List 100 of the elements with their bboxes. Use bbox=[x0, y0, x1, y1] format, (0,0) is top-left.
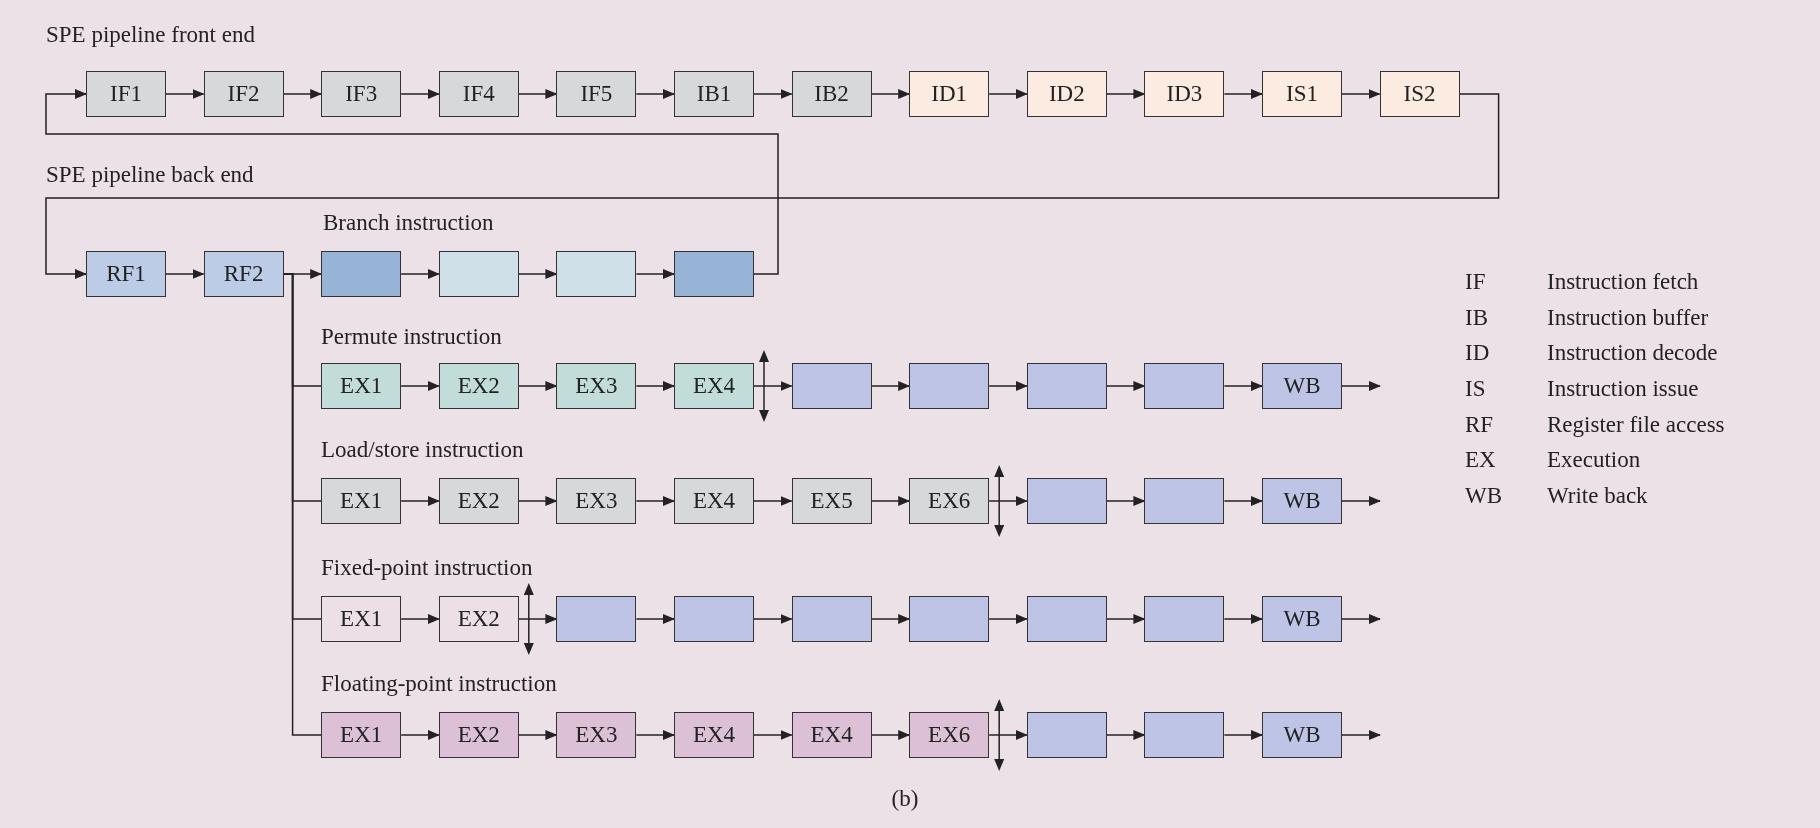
legend-abbreviation: IF bbox=[1465, 269, 1486, 295]
stage-box: IB1 bbox=[674, 71, 754, 117]
legend-description: Instruction buffer bbox=[1547, 305, 1709, 331]
arrow bbox=[870, 381, 911, 391]
arrow bbox=[400, 381, 440, 391]
empty-stage-box bbox=[438, 251, 519, 297]
empty-stage-box bbox=[909, 596, 990, 642]
empty-stage-box bbox=[1144, 596, 1225, 642]
arrow bbox=[753, 381, 793, 391]
arrow bbox=[753, 730, 793, 740]
empty-stage-box bbox=[556, 251, 637, 297]
arrow bbox=[753, 614, 793, 624]
stage-box: EX3 bbox=[556, 712, 637, 758]
stage-box: EX1 bbox=[321, 596, 402, 642]
empty-stage-box bbox=[1144, 478, 1225, 524]
arrow bbox=[1106, 381, 1146, 391]
stage-box: RF1 bbox=[86, 251, 166, 297]
legend-abbreviation: IS bbox=[1465, 376, 1486, 402]
arrow bbox=[1106, 614, 1146, 624]
stage-box: EX3 bbox=[556, 363, 637, 409]
arrow bbox=[1341, 496, 1381, 506]
empty-stage-box bbox=[1144, 363, 1225, 409]
arrow bbox=[988, 614, 1028, 624]
stage-box: IF1 bbox=[86, 71, 166, 117]
arrow bbox=[1223, 730, 1263, 740]
legend-abbreviation: IB bbox=[1465, 305, 1488, 331]
empty-stage-box bbox=[674, 251, 754, 297]
arrow bbox=[45, 93, 1500, 279]
stage-box: EX2 bbox=[438, 478, 519, 524]
arrow bbox=[165, 89, 205, 99]
arrow bbox=[988, 730, 1028, 740]
arrow bbox=[1106, 89, 1146, 99]
arrow bbox=[988, 496, 1028, 506]
empty-stage-box bbox=[791, 363, 872, 409]
empty-stage-box bbox=[1026, 596, 1107, 642]
section-title: SPE pipeline front end bbox=[46, 22, 255, 48]
arrow bbox=[518, 730, 558, 740]
stage-box: IF4 bbox=[438, 71, 519, 117]
arrow bbox=[870, 730, 911, 740]
arrow bbox=[400, 730, 440, 740]
caption: (b) bbox=[890, 786, 920, 812]
arrow bbox=[870, 614, 911, 624]
arrow bbox=[1223, 496, 1263, 506]
empty-stage-box bbox=[909, 363, 990, 409]
stage-box: IS2 bbox=[1379, 71, 1460, 117]
arrow bbox=[518, 89, 558, 99]
legend-abbreviation: EX bbox=[1465, 447, 1496, 473]
stage-box: EX6 bbox=[909, 712, 990, 758]
stage-box: IB2 bbox=[791, 71, 872, 117]
arrow bbox=[635, 614, 675, 624]
stage-box: EX1 bbox=[321, 712, 402, 758]
legend-description: Instruction fetch bbox=[1547, 269, 1699, 295]
arrow bbox=[1106, 496, 1146, 506]
legend-abbreviation: WB bbox=[1465, 483, 1503, 509]
arrow bbox=[400, 269, 440, 279]
stage-box: WB bbox=[1262, 596, 1342, 642]
stage-box: EX6 bbox=[909, 478, 990, 524]
empty-stage-box bbox=[1026, 363, 1107, 409]
arrow bbox=[753, 89, 793, 99]
stage-box: WB bbox=[1262, 712, 1342, 758]
arrow bbox=[518, 269, 558, 279]
row-title: Branch instruction bbox=[323, 210, 494, 236]
arrow bbox=[400, 496, 440, 506]
arrow bbox=[988, 89, 1028, 99]
row-title: Fixed-point instruction bbox=[321, 555, 533, 581]
row-title: Floating-point instruction bbox=[321, 671, 557, 697]
arrow bbox=[635, 269, 675, 279]
arrow bbox=[1223, 614, 1263, 624]
arrow bbox=[870, 89, 911, 99]
arrow bbox=[1341, 614, 1381, 624]
stage-box: EX2 bbox=[438, 712, 519, 758]
stage-box: EX3 bbox=[556, 478, 637, 524]
stage-box: EX4 bbox=[674, 478, 754, 524]
legend-description: Instruction decode bbox=[1547, 340, 1718, 366]
stage-box: IF3 bbox=[321, 71, 402, 117]
arrow bbox=[518, 614, 558, 624]
arrow bbox=[518, 381, 558, 391]
arrow bbox=[1341, 730, 1381, 740]
arrow bbox=[400, 614, 440, 624]
stage-box: EX2 bbox=[438, 596, 519, 642]
arrow bbox=[870, 496, 911, 506]
arrow bbox=[518, 496, 558, 506]
arrow bbox=[988, 381, 1028, 391]
stage-box: EX1 bbox=[321, 363, 402, 409]
arrow bbox=[1341, 89, 1381, 99]
empty-stage-box bbox=[1026, 712, 1107, 758]
empty-stage-box bbox=[1026, 478, 1107, 524]
empty-stage-box bbox=[791, 596, 872, 642]
arrow bbox=[1223, 89, 1263, 99]
legend-abbreviation: ID bbox=[1465, 340, 1490, 366]
empty-stage-box bbox=[674, 596, 754, 642]
empty-stage-box bbox=[321, 251, 402, 297]
stage-box: WB bbox=[1262, 478, 1342, 524]
legend-description: Register file access bbox=[1547, 412, 1725, 438]
stage-box: EX2 bbox=[438, 363, 519, 409]
section-title: SPE pipeline back end bbox=[46, 162, 254, 188]
arrow bbox=[1341, 381, 1381, 391]
empty-stage-box bbox=[1144, 712, 1225, 758]
stage-box: EX5 bbox=[791, 478, 872, 524]
stage-box: EX1 bbox=[321, 478, 402, 524]
